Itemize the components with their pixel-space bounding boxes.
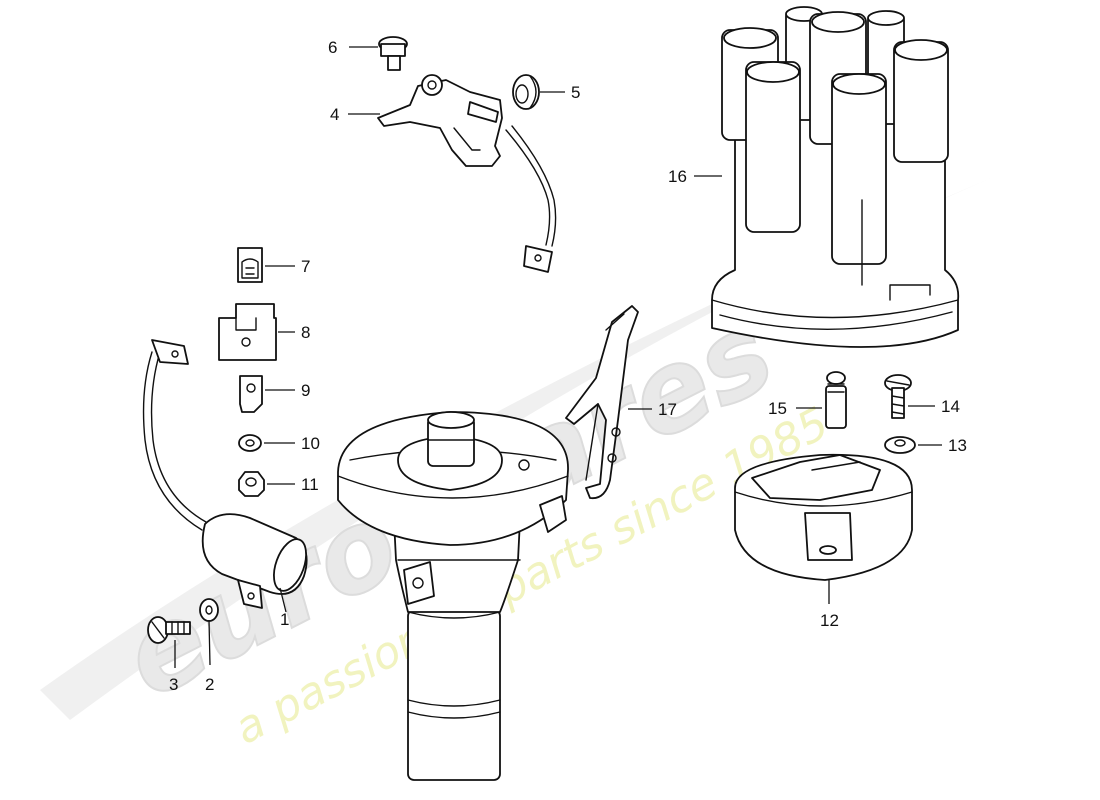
callout-label-1: 1 [280,610,289,629]
callout-label-10: 10 [301,434,320,453]
part-12-rotor[interactable] [734,453,913,581]
callout-label-5: 5 [571,83,580,102]
callout-label-4: 4 [330,105,339,124]
part-6-bolt[interactable] [378,36,408,71]
part-8-clamp[interactable] [218,303,277,361]
part-16-distributor-cap[interactable] [711,6,960,348]
callout-label-8: 8 [301,323,310,342]
callout-label-13: 13 [948,436,967,455]
watermark-swoosh [40,170,1010,720]
callout-4[interactable]: 4 [330,105,380,124]
callout-label-15: 15 [768,399,787,418]
part-10-spring-washer[interactable] [238,434,262,452]
callout-label-12: 12 [820,611,839,630]
part-17-clip[interactable] [565,305,639,500]
part-5-grommet[interactable] [512,74,540,110]
callouts: 1 2 3 4 5 6 7 8 [169,38,967,694]
callout-10[interactable]: 10 [264,434,320,453]
callout-1[interactable]: 1 [279,587,289,629]
part-2-lock-washer[interactable] [199,598,219,622]
callout-5[interactable]: 5 [540,83,580,102]
part-11-nut[interactable] [238,471,265,497]
callout-label-6: 6 [328,38,337,57]
part-15-carbon-brush[interactable] [825,371,847,429]
part-3-screw[interactable] [147,616,191,644]
callout-8[interactable]: 8 [278,323,310,342]
part-13-washer[interactable] [884,436,916,454]
callout-12[interactable]: 12 [820,580,839,630]
callout-label-3: 3 [169,675,178,694]
part-4-contact-breaker[interactable] [377,74,557,273]
distributor-body[interactable] [337,411,569,781]
callout-label-7: 7 [301,257,310,276]
callout-7[interactable]: 7 [265,257,310,276]
callout-label-14: 14 [941,397,960,416]
callout-2[interactable]: 2 [205,619,214,694]
callout-label-11: 11 [301,475,319,494]
callout-15[interactable]: 15 [768,399,822,418]
callout-11[interactable]: 11 [267,475,319,494]
callout-6[interactable]: 6 [328,38,378,57]
callout-13[interactable]: 13 [918,436,967,455]
callout-label-16: 16 [668,167,687,186]
callout-label-9: 9 [301,381,310,400]
part-7-connector[interactable] [237,247,263,283]
callout-9[interactable]: 9 [265,381,310,400]
part-14-screw[interactable] [884,374,912,419]
callout-label-17: 17 [658,400,677,419]
part-9-terminal[interactable] [239,375,263,413]
callout-14[interactable]: 14 [908,397,960,416]
callout-3[interactable]: 3 [169,640,178,694]
callout-label-2: 2 [205,675,214,694]
part-1-condenser[interactable] [142,339,313,609]
callout-17[interactable]: 17 [628,400,677,419]
callout-16[interactable]: 16 [668,167,722,186]
